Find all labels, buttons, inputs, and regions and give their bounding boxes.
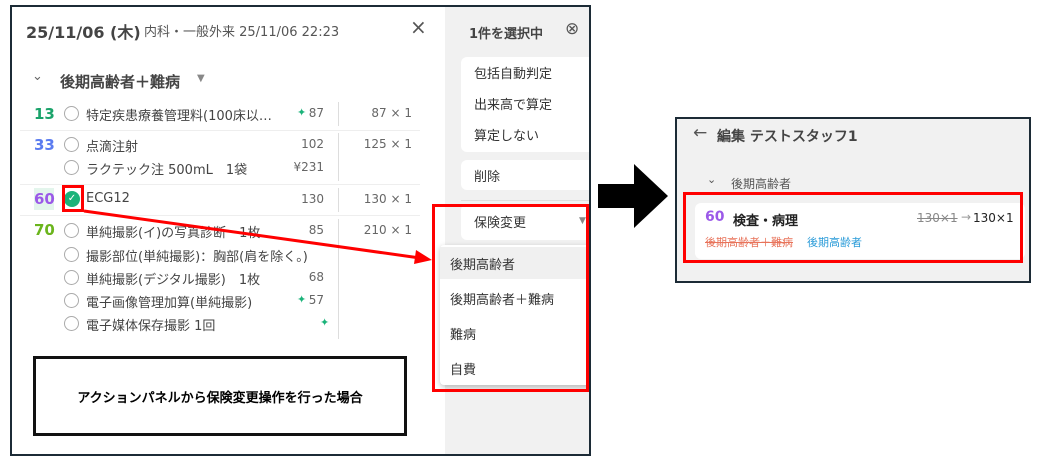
close-icon[interactable]: ×	[410, 15, 427, 39]
ai-sparkle-icon: ✦	[320, 316, 330, 329]
item-points: 85	[308, 223, 324, 237]
item-points: ¥231	[293, 160, 324, 174]
delete-button[interactable]: 削除	[461, 160, 589, 190]
row-code: 70	[34, 221, 55, 239]
action-auto-bundle[interactable]: 包括自動判定	[474, 67, 553, 82]
highlight-dropdown	[432, 204, 589, 392]
row-radio[interactable]	[64, 223, 79, 238]
group-label: 後期高齢者	[731, 177, 792, 191]
row-code: 33	[34, 136, 55, 154]
visit-detail-panel: 25/11/06 (木) 内科・一般外来 25/11/06 22:23 × ⌄ …	[10, 5, 591, 456]
action-no-charge[interactable]: 算定しない	[474, 129, 540, 144]
old-qty: 130×1	[917, 211, 958, 225]
item-category: 検査・病理	[733, 214, 799, 229]
highlight-checkbox	[62, 185, 84, 212]
new-qty: 130×1	[973, 211, 1014, 225]
row-qty: 210 × 1	[363, 223, 412, 237]
row-radio[interactable]	[64, 247, 79, 262]
callout-text: アクションパネルから保険変更操作を行った場合	[77, 390, 363, 406]
chevron-down-icon[interactable]: ⌄	[707, 173, 717, 186]
edit-item-card[interactable]: 60 検査・病理 130×1 → 130×1 後期高齢者＋難病 後期高齢者	[695, 203, 1025, 259]
new-insurance: 後期高齢者	[807, 236, 862, 249]
action-card: 包括自動判定 出来高で算定 算定しない	[461, 57, 589, 152]
row-radio[interactable]	[64, 137, 79, 152]
callout-box: アクションパネルから保険変更操作を行った場合	[33, 356, 407, 436]
row-qty: 87 × 1	[371, 106, 412, 120]
item-name: 点滴注射	[86, 140, 139, 155]
row-radio[interactable]	[64, 293, 79, 308]
item-points: 68	[308, 270, 324, 284]
row-radio[interactable]	[64, 316, 79, 331]
edit-panel: ← 編集 テストスタッフ1 ⌄ 後期高齢者 60 検査・病理 130×1 → 1…	[675, 117, 1031, 283]
action-fee-for-service[interactable]: 出来高で算定	[474, 98, 553, 113]
row-code: 60	[34, 190, 55, 208]
item-name: 撮影部位(単純撮影)：胸部(肩を除く。)	[86, 250, 308, 265]
black-arrow-icon	[598, 164, 668, 228]
visit-date: 25/11/06 (木)	[26, 23, 141, 42]
item-name: 特定疾患療養管理料(100床以…	[86, 109, 272, 124]
dropdown-option[interactable]: 後期高齢者＋難病	[450, 293, 555, 308]
visit-info: 内科・一般外来 25/11/06 22:23	[144, 25, 340, 40]
insurance-dropdown: 後期高齢者 後期高齢者＋難病 難病 自費	[440, 245, 589, 385]
item-points: 87	[308, 106, 324, 120]
item-name: 電子媒体保存撮影 1回	[86, 319, 216, 334]
insurance-change-label: 保険変更	[474, 216, 527, 231]
row-code: 13	[34, 105, 55, 123]
clear-selection-icon[interactable]: ⊗	[565, 19, 580, 39]
checked-icon[interactable]: ✓	[64, 191, 80, 207]
item-name: ECG12	[86, 191, 130, 206]
dropdown-option[interactable]: 自費	[450, 363, 477, 378]
item-name: 単純撮影(デジタル撮影) 1枚	[86, 273, 261, 288]
selection-count: 1件を選択中	[469, 27, 544, 42]
row-qty: 130 × 1	[363, 192, 412, 206]
insurance-change-select[interactable]: 保険変更 ▼	[461, 204, 589, 240]
old-insurance: 後期高齢者＋難病	[705, 236, 793, 249]
edit-title: 編集 テストスタッフ1	[717, 129, 858, 145]
caret-down-icon: ▼	[579, 216, 586, 226]
row-radio[interactable]	[64, 270, 79, 285]
row-radio[interactable]	[64, 106, 79, 121]
item-code: 60	[705, 209, 725, 225]
insurance-group-label[interactable]: 後期高齢者＋難病	[60, 73, 181, 91]
back-arrow-icon[interactable]: ←	[693, 123, 708, 143]
highlight-edit-item	[683, 192, 1023, 263]
chevron-down-icon[interactable]: ⌄	[32, 69, 43, 84]
item-name: ラクテック注 500mL 1袋	[86, 163, 248, 178]
ai-sparkle-icon: ✦	[297, 293, 307, 306]
row-radio[interactable]	[64, 160, 79, 175]
item-points: 102	[301, 137, 324, 151]
dropdown-option[interactable]: 後期高齢者	[450, 258, 516, 273]
dropdown-option[interactable]: 難病	[450, 328, 477, 343]
ai-sparkle-icon: ✦	[297, 106, 307, 119]
item-name: 電子画像管理加算(単純撮影)	[86, 296, 253, 311]
row-qty: 125 × 1	[363, 137, 412, 151]
item-points: 130	[301, 192, 324, 206]
arrow-right-icon: →	[961, 210, 972, 224]
caret-down-icon[interactable]: ▼	[197, 73, 205, 84]
delete-label: 削除	[474, 170, 501, 185]
item-points: 57	[308, 293, 324, 307]
